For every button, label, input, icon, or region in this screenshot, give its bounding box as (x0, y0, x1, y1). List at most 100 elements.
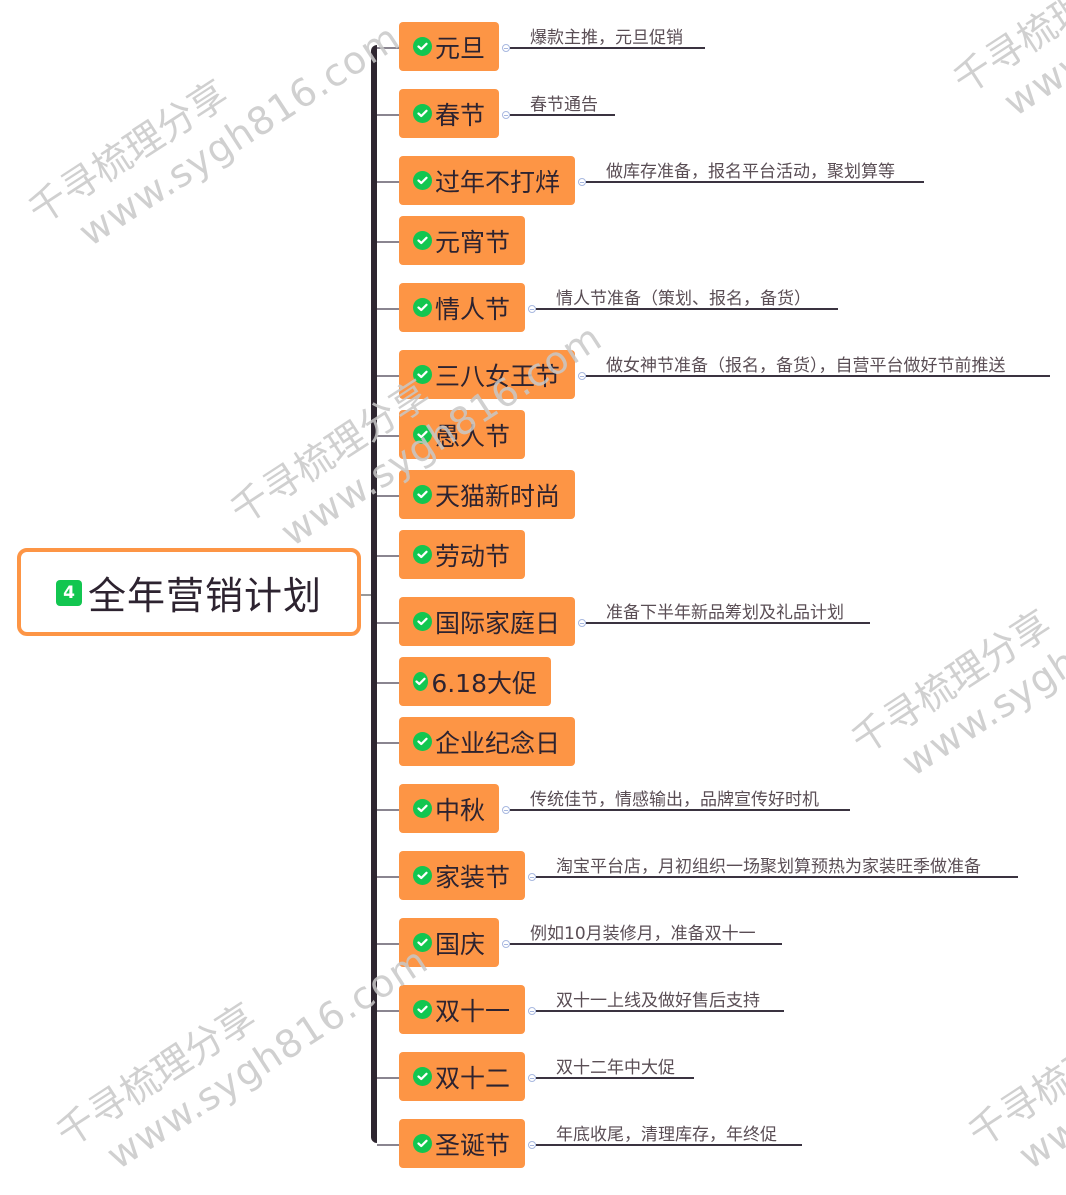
subtopic-node[interactable]: 春节 (399, 89, 499, 138)
check-icon (413, 1067, 432, 1086)
watermark-text: 千寻梳理分享 (48, 994, 264, 1156)
check-icon (413, 298, 432, 317)
note-underline (536, 876, 1018, 878)
subtopic-node[interactable]: 6.18大促 (399, 657, 551, 706)
subtopic-note[interactable]: 传统佳节，情感输出，品牌宣传好时机 (530, 790, 819, 810)
collapse-toggle-icon[interactable] (502, 940, 510, 948)
collapse-toggle-icon[interactable] (528, 1141, 536, 1149)
note-underline (536, 1144, 802, 1146)
subtopic-label: 6.18大促 (431, 668, 537, 698)
note-underline (586, 622, 870, 624)
note-underline (510, 47, 705, 49)
collapse-toggle-icon[interactable] (528, 1074, 536, 1082)
subtopic-note[interactable]: 淘宝平台店，月初组织一场聚划算预热为家装旺季做准备 (556, 857, 981, 877)
subtopic-note[interactable]: 爆款主推，元旦促销 (530, 28, 683, 48)
collapse-toggle-icon[interactable] (502, 111, 510, 119)
watermark-text: 千寻梳理分享 (960, 994, 1066, 1156)
branch-connector (377, 47, 401, 49)
central-topic[interactable]: 4 全年营销计划 (17, 548, 361, 636)
subtopic-node[interactable]: 元宵节 (399, 216, 525, 265)
branch-connector (377, 114, 401, 116)
priority-badge: 4 (55, 580, 82, 606)
subtopic-node[interactable]: 双十二 (399, 1052, 525, 1101)
subtopic-node[interactable]: 家装节 (399, 851, 525, 900)
watermark-url: www.sygh816.com (893, 544, 1066, 785)
check-icon (413, 171, 432, 190)
central-topic-title: 全年营销计划 (87, 573, 322, 618)
check-icon (413, 425, 432, 444)
branch-connector (377, 809, 401, 811)
subtopic-note[interactable]: 例如10月装修月，准备双十一 (530, 924, 756, 944)
subtopic-label: 企业纪念日 (435, 728, 561, 758)
collapse-toggle-icon[interactable] (528, 305, 536, 313)
subtopic-label: 元旦 (434, 33, 485, 63)
branch-spine (371, 45, 377, 1143)
subtopic-label: 春节 (434, 100, 485, 130)
subtopic-node[interactable]: 劳动节 (399, 530, 525, 579)
collapse-toggle-icon[interactable] (528, 1007, 536, 1015)
watermark: 千寻梳理分享 www.sygh816.com (945, 0, 1066, 142)
watermark-url: www.sygh816.com (1010, 937, 1066, 1178)
subtopic-note[interactable]: 年底收尾，清理库存，年终促 (556, 1125, 777, 1145)
collapse-toggle-icon[interactable] (502, 806, 510, 814)
check-icon (413, 1000, 432, 1019)
collapse-toggle-icon[interactable] (578, 619, 586, 627)
subtopic-label: 中秋 (434, 795, 485, 825)
subtopic-node[interactable]: 三八女王节 (399, 350, 575, 399)
branch-connector (377, 495, 401, 497)
branch-connector (377, 876, 401, 878)
subtopic-note[interactable]: 做库存准备，报名平台活动，聚划算等 (606, 162, 895, 182)
subtopic-label: 天猫新时尚 (435, 481, 561, 511)
subtopic-node[interactable]: 圣诞节 (399, 1119, 525, 1168)
collapse-toggle-icon[interactable] (528, 873, 536, 881)
note-underline (536, 1010, 784, 1012)
note-underline (586, 181, 924, 183)
check-icon (413, 866, 432, 885)
branch-connector (377, 1010, 401, 1012)
subtopic-node[interactable]: 情人节 (399, 283, 525, 332)
subtopic-label: 国庆 (434, 929, 485, 959)
collapse-toggle-icon[interactable] (578, 372, 586, 380)
subtopic-label: 愚人节 (435, 421, 511, 451)
watermark: 千寻梳理分享 www.sygh816.com (20, 0, 408, 272)
branch-connector (377, 181, 401, 183)
subtopic-node[interactable]: 双十一 (399, 985, 525, 1034)
check-icon (413, 672, 429, 691)
check-icon (413, 799, 432, 818)
subtopic-note[interactable]: 双十一上线及做好售后支持 (556, 991, 760, 1011)
branch-connector (377, 308, 401, 310)
note-underline (510, 809, 850, 811)
watermark: 千寻梳理分享 www.sygh816.com (843, 505, 1066, 802)
subtopic-label: 情人节 (435, 294, 511, 324)
branch-connector (377, 435, 401, 437)
note-underline (586, 375, 1050, 377)
subtopic-node[interactable]: 过年不打烊 (399, 156, 575, 205)
subtopic-node[interactable]: 元旦 (399, 22, 499, 71)
subtopic-note[interactable]: 春节通告 (530, 95, 598, 115)
collapse-toggle-icon[interactable] (578, 178, 586, 186)
branch-connector (377, 622, 401, 624)
subtopic-note[interactable]: 情人节准备（策划、报名，备货） (556, 289, 811, 309)
subtopic-label: 元宵节 (435, 227, 511, 257)
subtopic-note[interactable]: 准备下半年新品筹划及礼品计划 (606, 603, 844, 623)
collapse-toggle-icon[interactable] (502, 44, 510, 52)
check-icon (413, 545, 432, 564)
subtopic-node[interactable]: 天猫新时尚 (399, 470, 575, 519)
subtopic-label: 双十一 (435, 996, 511, 1026)
subtopic-node[interactable]: 企业纪念日 (399, 717, 575, 766)
subtopic-note[interactable]: 做女神节准备（报名，备货），自营平台做好节前推送 (606, 356, 1006, 376)
subtopic-note[interactable]: 双十二年中大促 (556, 1058, 675, 1078)
subtopic-node[interactable]: 国际家庭日 (399, 597, 575, 646)
check-icon (413, 485, 432, 504)
note-underline (536, 308, 838, 310)
subtopic-label: 三八女王节 (435, 361, 561, 391)
subtopic-node[interactable]: 中秋 (399, 784, 499, 833)
subtopic-node[interactable]: 国庆 (399, 918, 499, 967)
check-icon (413, 732, 432, 751)
branch-connector (377, 943, 401, 945)
check-icon (413, 365, 432, 384)
subtopic-label: 家装节 (435, 862, 511, 892)
check-icon (413, 104, 432, 123)
check-icon (413, 1134, 432, 1153)
subtopic-node[interactable]: 愚人节 (399, 410, 525, 459)
